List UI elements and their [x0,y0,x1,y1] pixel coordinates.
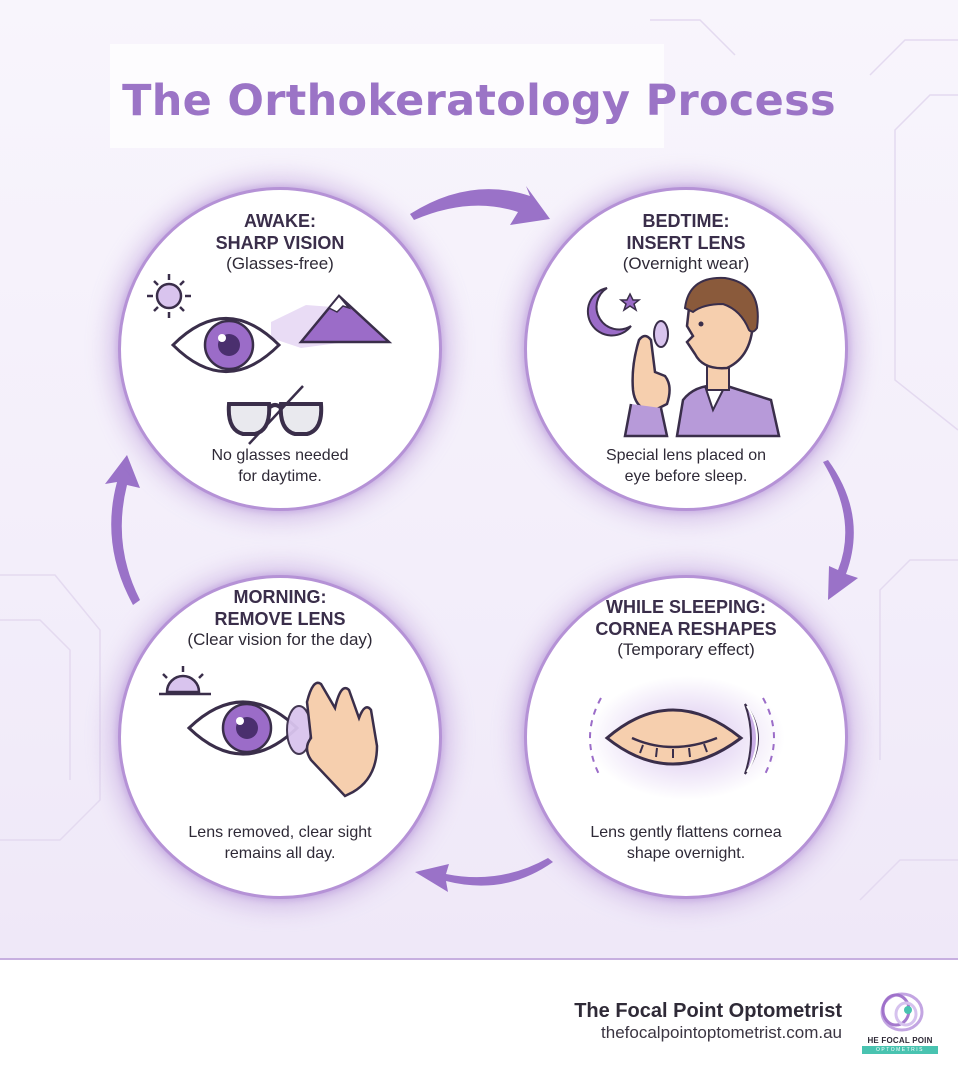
brand-logo: HE FOCAL POIN OPTOMETRIS [858,988,942,1058]
step-bedtime-heading-line2: INSERT LENS [626,233,746,253]
title-backdrop [110,44,664,148]
step-sleeping-heading-line1: WHILE SLEEPING: [605,597,766,617]
arrow-morning-to-awake [105,455,140,605]
sunrise-icon [159,666,211,696]
step-morning-desc-line2: remains all day. [224,845,336,862]
step-awake-desc-line1: No glasses needed [211,447,349,464]
step-awake-heading-line1: AWAKE: [244,211,316,231]
arrow-sleeping-to-morning [415,858,553,892]
step-sleeping-desc-line2: shape overnight. [626,845,746,862]
arrow-awake-to-bedtime [410,186,550,225]
step-bedtime-circle: BEDTIME: INSERT LENS (Overnight wear) [524,187,848,511]
brand-url: thefocalpointoptometrist.com.au [601,1023,842,1042]
logo-text: HE FOCAL POIN [867,1036,933,1045]
person-icon [675,276,781,438]
step-sleeping-subtitle: (Temporary effect) [617,640,755,659]
step-morning-circle: MORNING: REMOVE LENS (Clear vision for t… [118,575,442,899]
step-sleeping-desc-line1: Lens gently flattens cornea [590,824,782,841]
star-icon [618,292,642,312]
hand-with-lens-icon [286,681,379,798]
footer-divider [0,958,958,960]
step-morning-desc-line1: Lens removed, clear sight [188,824,372,841]
step-sleeping-illustration [589,676,785,800]
crossed-glasses-icon [226,385,324,445]
sun-icon [147,274,191,318]
step-awake-desc-line2: for daytime. [238,468,322,485]
step-sleeping-circle: WHILE SLEEPING: CORNEA RESHAPES (Tempora… [524,575,848,899]
step-bedtime-subtitle: (Overnight wear) [622,254,750,273]
brand-name: The Focal Point Optometrist [574,1000,842,1022]
step-morning-subtitle: (Clear vision for the day) [187,630,373,649]
contact-lens-icon [744,703,759,775]
reshaping-arcs [589,697,775,779]
mountain-icon [298,294,393,344]
step-bedtime-heading-line1: BEDTIME: [642,211,730,231]
moon-icon [586,287,632,337]
arrow-bedtime-to-sleeping [823,460,858,600]
step-awake-circle: AWAKE: SHARP VISION (Glasses-free) [118,187,442,511]
eye-icon [186,700,300,756]
step-bedtime-desc-line1: Special lens placed on [605,447,767,464]
hand-with-lens-icon [623,320,671,438]
cycle-arrows [105,186,858,892]
step-awake-subtitle: (Glasses-free) [226,254,334,273]
closed-eye-icon [604,708,744,766]
footer-brand: The Focal Point Optometrist thefocalpoin… [574,1000,842,1044]
page-title: The Orthokeratology Process [122,76,836,126]
logo-band: OPTOMETRIS [862,1046,938,1054]
background-lines [0,19,958,901]
step-awake-heading-line2: SHARP VISION [215,233,345,253]
step-bedtime-illustration [586,276,781,438]
step-bedtime-desc-line2: eye before sleep. [624,468,748,485]
logo-swirl-icon [880,992,924,1032]
step-morning-heading-line2: REMOVE LENS [214,609,346,629]
step-morning-illustration [159,666,379,798]
step-awake-illustration [147,274,393,445]
step-sleeping-heading-line2: CORNEA RESHAPES [595,619,777,639]
step-morning-heading-line1: MORNING: [233,587,327,607]
eye-icon [170,317,282,373]
